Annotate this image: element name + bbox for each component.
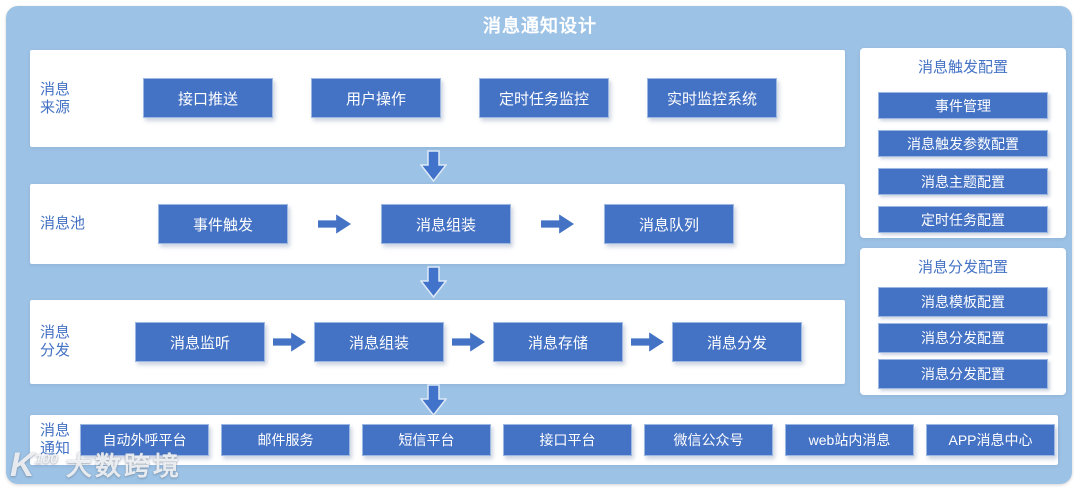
row-label-message-distribution: 消息 分发 — [40, 324, 71, 359]
node-event-trigger: 事件触发 — [158, 204, 288, 244]
node-app-message-center: APP消息中心 — [926, 424, 1055, 456]
row-boxes: 接口推送 用户操作 定时任务监控 实时监控系统 — [143, 78, 777, 118]
panel-title: 消息分发配置 — [917, 259, 1008, 276]
node-email-service: 邮件服务 — [221, 424, 350, 456]
panel-title: 消息触发配置 — [917, 59, 1008, 76]
node-user-operation: 用户操作 — [311, 78, 441, 118]
flow-arrow-right-icon — [452, 332, 485, 352]
config-message-distribution: 消息分发配置 — [878, 359, 1048, 389]
node-message-listen: 消息监听 — [135, 322, 265, 362]
row-boxes: 消息监听 消息组装 消息存储 消息分发 — [135, 322, 802, 362]
node-auto-outbound-call-platform: 自动外呼平台 — [80, 424, 209, 456]
node-api-platform: 接口平台 — [503, 424, 632, 456]
config-trigger-parameter: 消息触发参数配置 — [878, 130, 1048, 157]
diagram-title: 消息通知设计 — [483, 16, 597, 36]
row-message-distribution: 消息 分发 消息监听 消息组装 消息存储 消息分发 — [30, 300, 845, 384]
flow-arrow-down-icon — [420, 266, 447, 298]
node-message-assembly: 消息组装 — [381, 204, 511, 244]
node-wechat-official-account: 微信公众号 — [644, 424, 773, 456]
node-web-onsite-message: web站内消息 — [785, 424, 914, 456]
flow-arrow-right-icon — [273, 332, 306, 352]
row-message-source: 消息 来源 接口推送 用户操作 定时任务监控 实时监控系统 — [30, 50, 845, 147]
flow-arrow-right-icon — [541, 214, 574, 234]
row-label-message-notification: 消息 通知 — [40, 422, 71, 457]
row-label-message-source: 消息 来源 — [40, 80, 71, 116]
row-message-notification: 消息 通知 自动外呼平台 邮件服务 短信平台 接口平台 微信公众号 web站内消… — [30, 415, 1058, 465]
row-boxes: 事件触发 消息组装 消息队列 — [158, 204, 734, 244]
panel-message-trigger-config: 消息触发配置 事件管理 消息触发参数配置 消息主题配置 定时任务配置 — [860, 48, 1066, 238]
node-realtime-monitor-system: 实时监控系统 — [647, 78, 777, 118]
flow-arrow-down-icon — [420, 150, 447, 182]
row-message-pool: 消息池 事件触发 消息组装 消息队列 — [30, 184, 845, 264]
config-message-distribution: 消息分发配置 — [878, 323, 1048, 353]
panel-message-distribution-config: 消息分发配置 消息模板配置 消息分发配置 消息分发配置 — [860, 248, 1066, 395]
node-sms-platform: 短信平台 — [362, 424, 491, 456]
flow-arrow-right-icon — [631, 332, 664, 352]
node-message-dispatch: 消息分发 — [672, 322, 802, 362]
row-boxes: 自动外呼平台 邮件服务 短信平台 接口平台 微信公众号 web站内消息 APP消… — [80, 424, 1055, 456]
config-scheduled-task: 定时任务配置 — [878, 206, 1048, 233]
node-scheduled-task-monitor: 定时任务监控 — [479, 78, 609, 118]
node-message-storage: 消息存储 — [493, 322, 623, 362]
node-message-assembly: 消息组装 — [314, 322, 444, 362]
node-message-queue: 消息队列 — [604, 204, 734, 244]
row-label-message-pool: 消息池 — [40, 215, 86, 232]
config-event-management: 事件管理 — [878, 92, 1048, 119]
flow-arrow-right-icon — [318, 214, 351, 234]
config-message-topic: 消息主题配置 — [878, 168, 1048, 195]
flow-arrow-down-icon — [420, 384, 447, 416]
config-message-template: 消息模板配置 — [878, 287, 1048, 317]
node-interface-push: 接口推送 — [143, 78, 273, 118]
